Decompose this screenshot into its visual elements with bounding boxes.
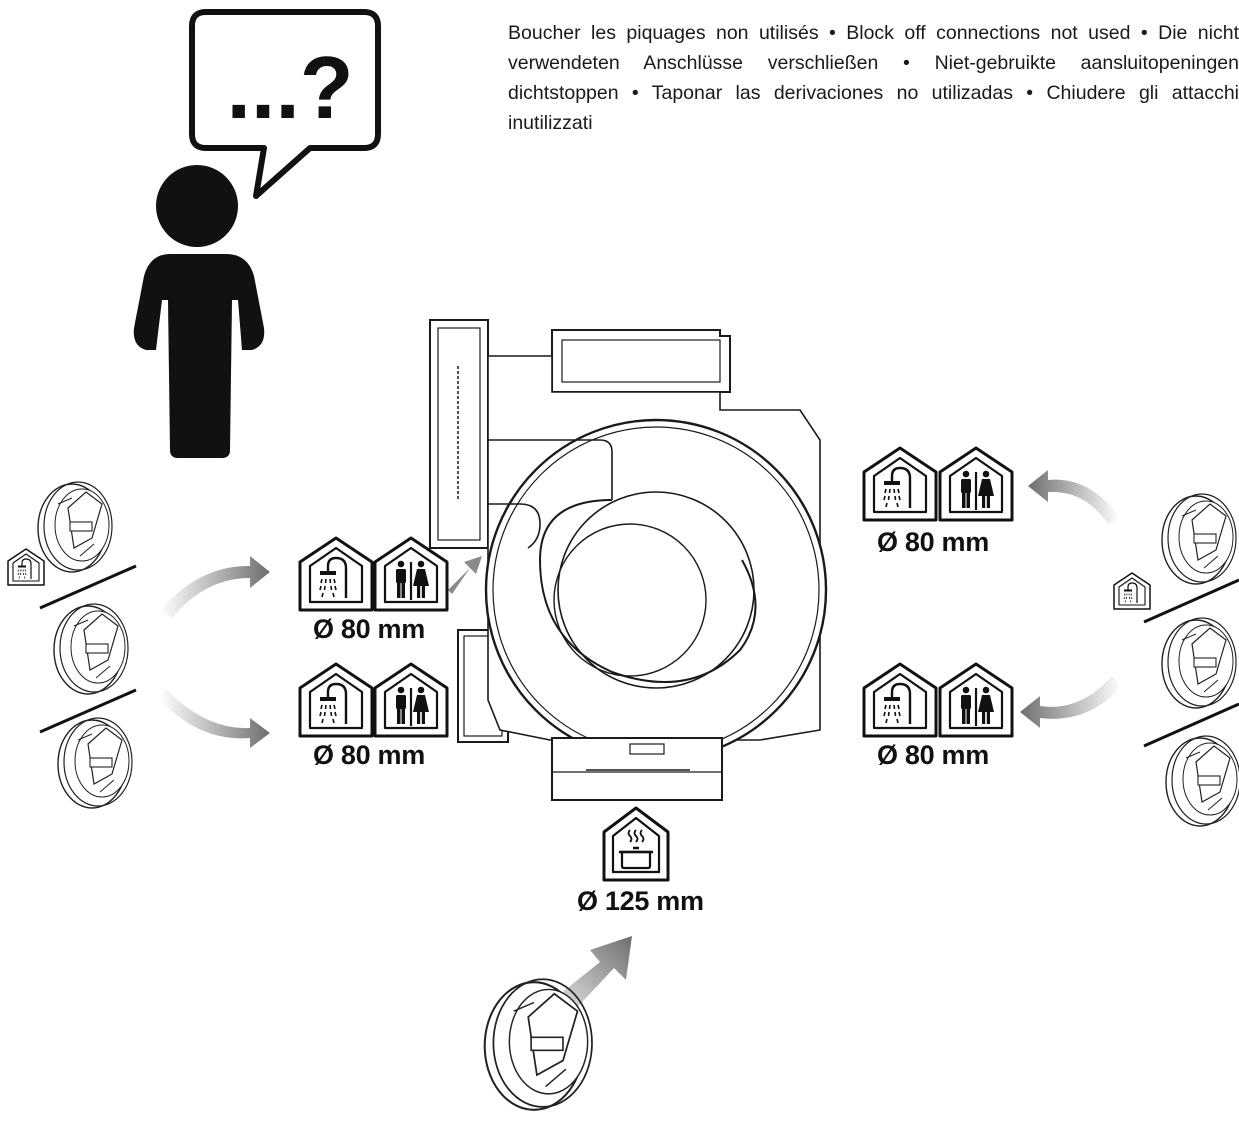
- arrow-right-lower: [1020, 676, 1122, 728]
- shower-room-icon: [1113, 572, 1151, 610]
- dimension-label-left-lower: Ø 80 mm: [313, 740, 425, 770]
- ventilation-unit: [429, 319, 828, 801]
- divider-line: [39, 564, 137, 610]
- arrow-left-lower: [160, 688, 270, 748]
- shower-room-icon: [862, 446, 938, 522]
- connector-cap-left-2: [53, 603, 129, 695]
- divider-line: [1143, 702, 1239, 748]
- shower-room-icon: [298, 662, 374, 738]
- toilet-room-icon: [938, 662, 1014, 738]
- dimension-label-left-upper: Ø 80 mm: [313, 614, 425, 644]
- instructions-text: Boucher les piquages non utilisés • Bloc…: [508, 22, 1239, 134]
- shower-room-icon: [862, 662, 938, 738]
- question-mark: ...?: [226, 38, 353, 137]
- connector-cap-left-3: [57, 717, 133, 809]
- connector-cap-left-1: [37, 481, 113, 573]
- arrow-left-to-unit: [448, 556, 482, 594]
- toilet-room-icon: [373, 662, 449, 738]
- dimension-label-right-lower: Ø 80 mm: [877, 740, 989, 770]
- divider-line: [1143, 578, 1239, 624]
- shower-room-icon: [7, 548, 45, 586]
- person-icon: [133, 165, 265, 458]
- speech-bubble: ...?: [189, 9, 381, 199]
- dimension-label-right-upper: Ø 80 mm: [877, 527, 989, 557]
- connector-cap-right-3: [1165, 735, 1239, 827]
- toilet-room-icon: [938, 446, 1014, 522]
- connector-cap-right-1: [1161, 493, 1237, 585]
- shower-room-icon: [298, 536, 374, 612]
- arrow-left-upper: [160, 556, 270, 618]
- divider-line: [39, 688, 137, 734]
- connector-cap-right-2: [1161, 617, 1237, 709]
- kitchen-room-icon: [602, 806, 670, 882]
- arrow-right-upper: [1028, 470, 1120, 524]
- dimension-label-bottom: Ø 125 mm: [577, 886, 704, 916]
